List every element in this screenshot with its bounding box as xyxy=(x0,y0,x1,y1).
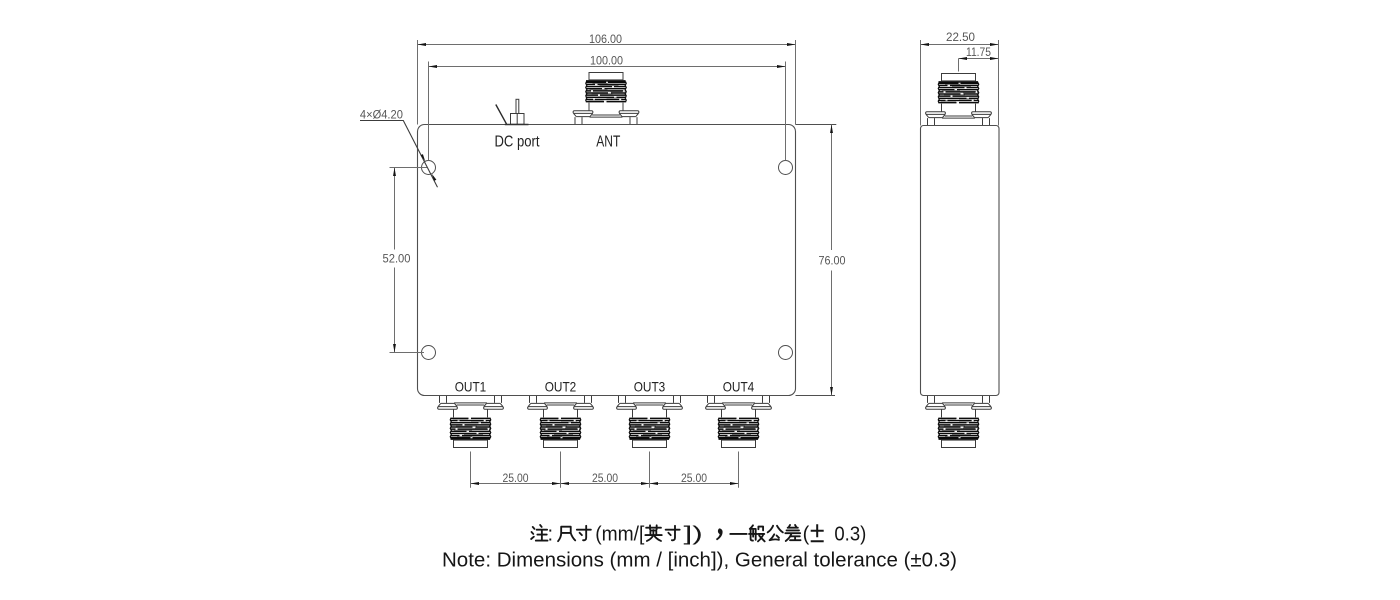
svg-text::: : xyxy=(548,523,554,545)
svg-text:76.00: 76.00 xyxy=(819,255,846,267)
svg-text:]): ]) xyxy=(684,523,703,545)
svg-text:OUT3: OUT3 xyxy=(634,378,666,394)
svg-text:(mm/[: (mm/[ xyxy=(595,523,645,545)
svg-text:25.00: 25.00 xyxy=(592,473,618,485)
svg-text:52.00: 52.00 xyxy=(383,253,411,265)
svg-text:25.00: 25.00 xyxy=(681,473,707,485)
svg-text:(: ( xyxy=(803,523,810,545)
svg-text:OUT4: OUT4 xyxy=(723,378,755,394)
svg-text:100.00: 100.00 xyxy=(590,54,623,68)
svg-text:ANT: ANT xyxy=(596,133,620,150)
svg-text:11.75: 11.75 xyxy=(966,47,991,59)
svg-text:OUT1: OUT1 xyxy=(455,378,487,394)
svg-text:DC port: DC port xyxy=(495,133,540,150)
svg-text:OUT2: OUT2 xyxy=(545,378,577,394)
svg-text:25.00: 25.00 xyxy=(503,473,529,485)
svg-text:Note: Dimensions (mm / [inch]): Note: Dimensions (mm / [inch]), General … xyxy=(442,549,957,571)
svg-text:4×Ø4.20: 4×Ø4.20 xyxy=(360,109,403,121)
svg-text:0.3): 0.3) xyxy=(834,523,866,545)
svg-text:22.50: 22.50 xyxy=(946,30,975,44)
svg-text:106.00: 106.00 xyxy=(589,32,622,46)
